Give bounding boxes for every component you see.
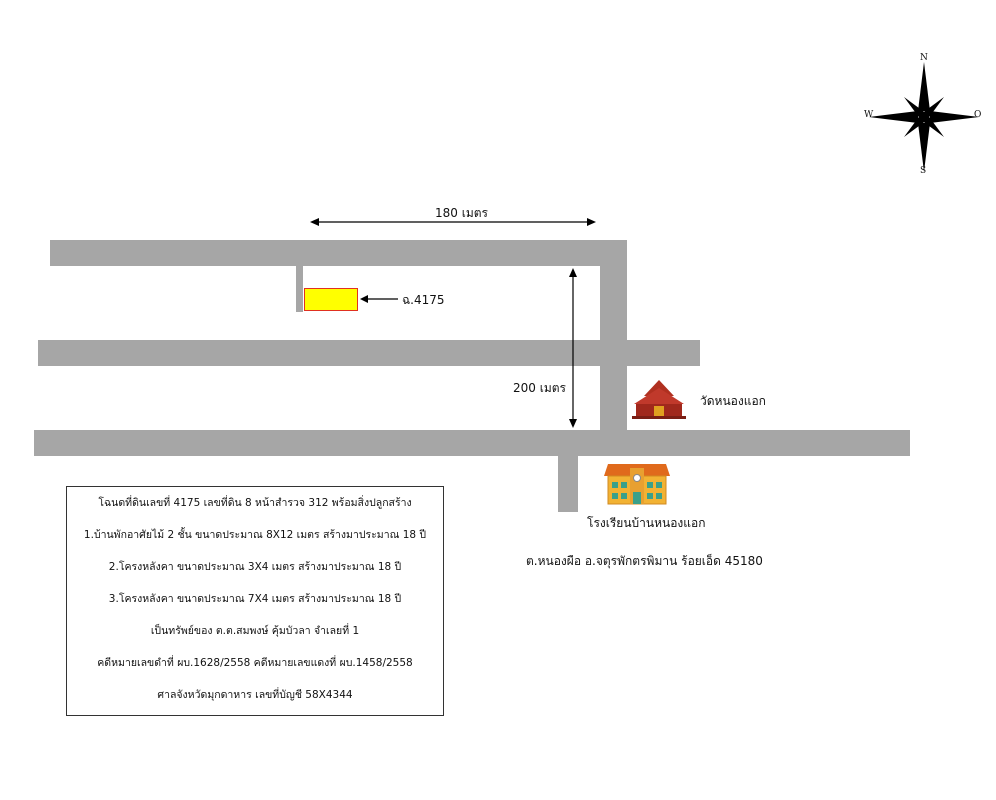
compass-west-label: W: [864, 110, 874, 120]
horizontal-distance-label: 180 เมตร: [435, 206, 488, 220]
land-plot-marker: [304, 288, 358, 311]
road-stub-plot: [296, 266, 303, 312]
vertical-distance-arrow: [569, 268, 577, 428]
school-icon: [604, 464, 670, 505]
temple-icon: [632, 380, 686, 419]
compass-rose-icon: [869, 62, 979, 172]
info-line: เป็นทรัพย์ของ ต.ต.สมพงษ์ คุ้มบัวลา จำเลย…: [150, 625, 360, 637]
info-line: 1.บ้านพักอาศัยไม้ 2 ชั้น ขนาดประมาณ 8X12…: [83, 529, 427, 541]
vertical-distance-label: 200 เมตร: [513, 381, 566, 395]
property-info-box: โฉนดที่ดินเลขที่ 4175 เลขที่ดิน 8 หน้าสำ…: [66, 486, 444, 716]
plot-arrow-icon: [360, 295, 398, 303]
address-label: ต.หนองผือ อ.จตุรพักตรพิมาน ร้อยเอ็ด 4518…: [526, 554, 763, 568]
road-bottom: [34, 430, 910, 456]
compass-east-label: O: [974, 110, 982, 120]
plot-label: ฉ.4175: [402, 293, 445, 307]
info-line: 2.โครงหลังคา ขนาดประมาณ 3X4 เมตร สร้างมา…: [108, 561, 402, 573]
road-stub-school: [558, 456, 578, 512]
school-label: โรงเรียนบ้านหนองแอก: [587, 516, 706, 530]
road-right-vertical: [600, 240, 627, 432]
compass-north-label: N: [920, 53, 928, 63]
horizontal-distance-arrow: [310, 218, 596, 226]
info-line: โฉนดที่ดินเลขที่ 4175 เลขที่ดิน 8 หน้าสำ…: [98, 497, 412, 509]
info-line: 3.โครงหลังคา ขนาดประมาณ 7X4 เมตร สร้างมา…: [108, 593, 402, 605]
road-middle: [38, 340, 700, 366]
road-top: [50, 240, 627, 266]
info-line: คดีหมายเลขดำที่ ผบ.1628/2558 คดีหมายเลขแ…: [97, 657, 413, 669]
temple-label: วัดหนองแอก: [700, 394, 766, 408]
compass-south-label: S: [920, 166, 927, 176]
info-line: ศาลจังหวัดมุกดาหาร เลขที่บัญชี 58X4344: [157, 689, 353, 701]
